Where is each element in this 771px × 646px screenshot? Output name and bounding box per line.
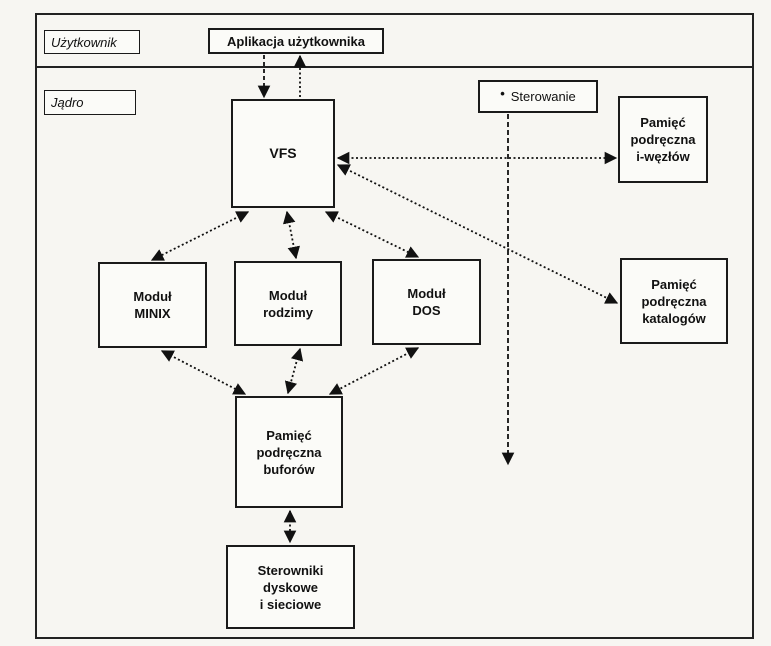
vfs-minix-arrow [150,211,250,261]
dos-line-2: DOS [412,303,441,318]
dir-cache-line-1: Pamięć [651,276,697,292]
dir-cache-box: Pamięć podręczna katalogów [620,258,728,344]
vfs-dir-cache-arrow [336,164,619,304]
buffer-cache-line-1: Pamięć [266,427,312,443]
kernel-space-label-text: Jądro [51,95,84,110]
inode-cache-line-2: podręczna [630,132,696,147]
user-space-label-text: Użytkownik [51,34,117,50]
dir-cache-line-2: podręczna [641,293,707,309]
drivers-line-2: dyskowe [263,579,318,595]
minix-buffer-arrow [160,350,247,395]
kernel-space-label: Jądro [44,90,136,115]
vfs-box: VFS [231,99,335,208]
drivers-box: Sterowniki dyskowe i sieciowe [226,545,355,629]
buffer-cache-line-2: podręczna [256,444,322,460]
minix-line-1: Moduł [133,289,172,304]
inode-cache-line-1: Pamięć [640,115,686,130]
vfs-label: VFS [269,145,297,161]
dir-cache-line-3: katalogów [642,310,706,326]
control-bullet: • [500,86,505,101]
inode-cache-line-3: i-węzłów [636,149,690,164]
user-kernel-divider [37,66,752,68]
vfs-native-arrow [282,210,301,260]
native-line-2: rodzimy [263,304,313,320]
inode-cache-box: Pamięć podręczna i-węzłów [618,96,708,183]
buffer-cache-line-3: buforów [263,461,315,477]
native-line-1: Moduł [268,287,308,303]
vfs-dos-arrow [324,211,420,258]
native-buffer-arrow [284,347,304,395]
drivers-line-3: i sieciowe [259,596,322,612]
control-label: Sterowanie [510,89,576,104]
drivers-line-1: Sterowniki [257,562,324,578]
native-module-box: Moduł rodzimy [234,261,342,346]
control-box: • Sterowanie [478,80,598,113]
minix-module-box: Moduł MINIX [98,262,207,348]
diagram-frame [35,13,754,639]
minix-line-2: MINIX [134,306,171,321]
user-space-label: Użytkownik [44,30,140,54]
user-application-box: Aplikacja użytkownika [208,28,384,54]
dos-buffer-arrow [328,347,420,395]
buffer-cache-box: Pamięć podręczna buforów [235,396,343,508]
user-application-label: Aplikacja użytkownika [227,33,365,49]
